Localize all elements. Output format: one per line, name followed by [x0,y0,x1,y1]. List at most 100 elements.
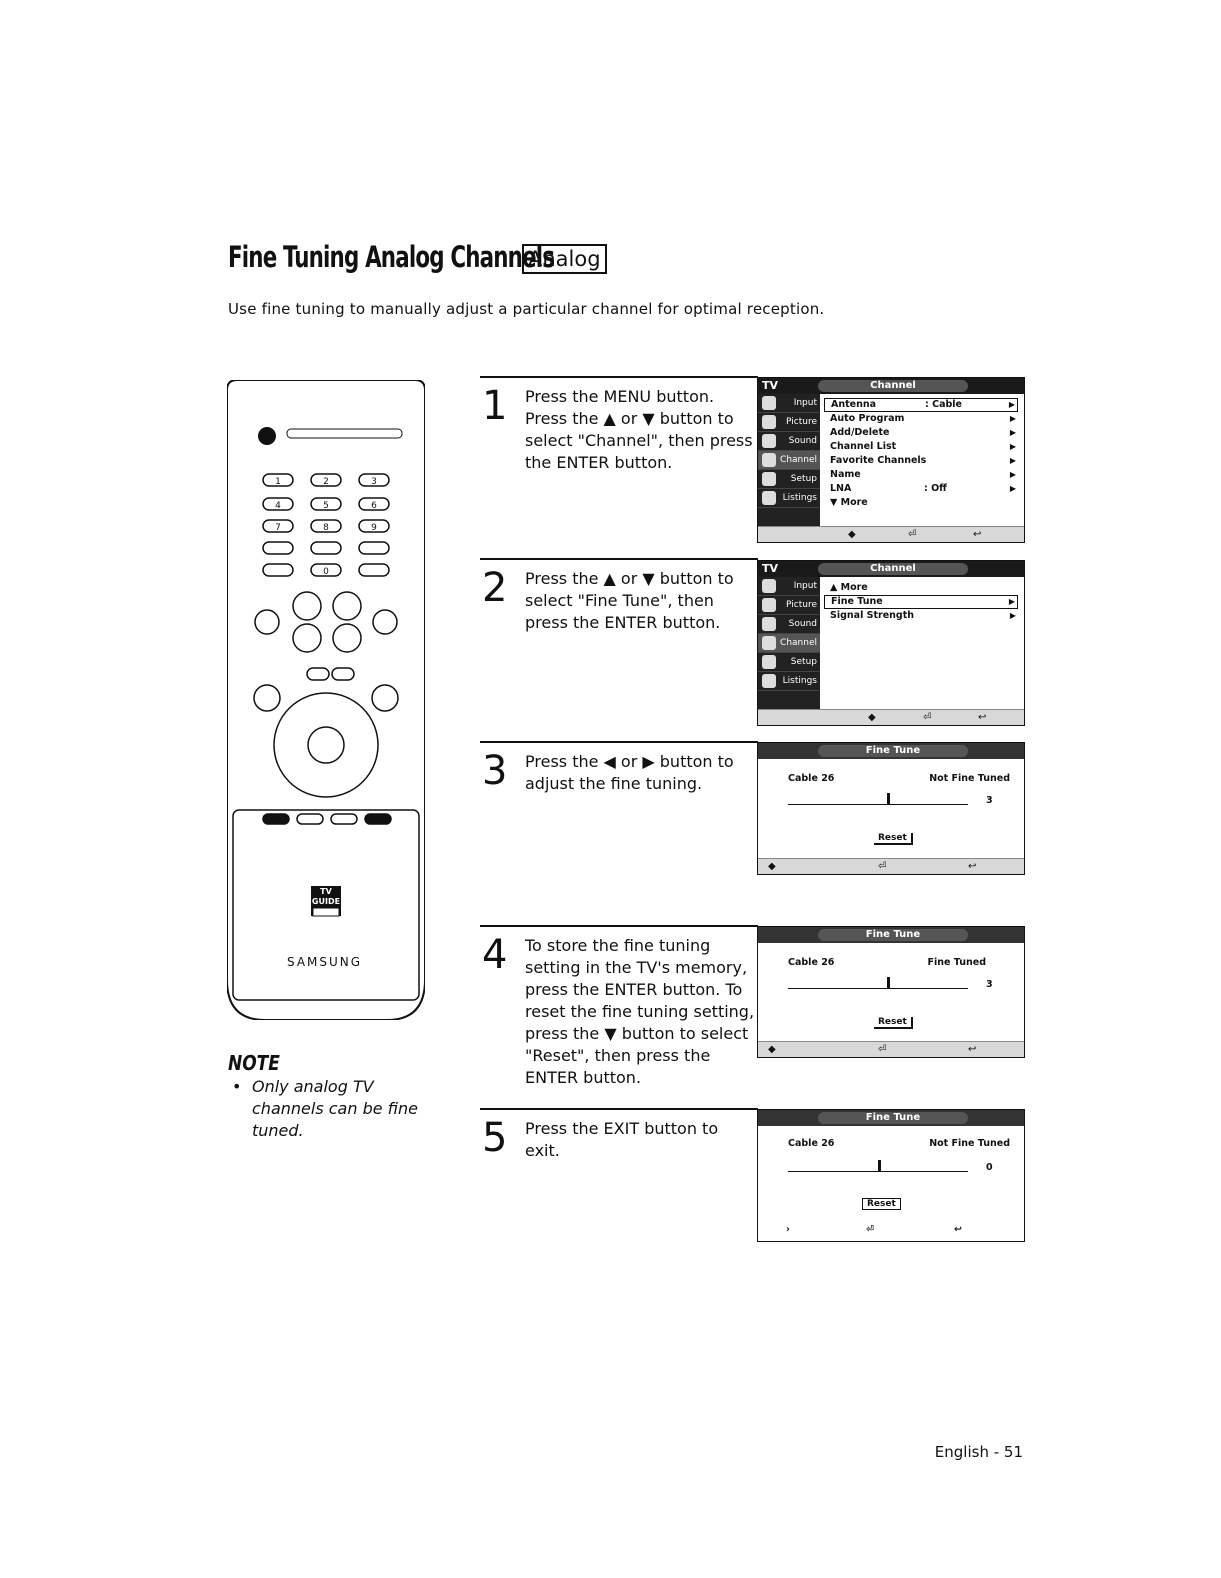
fine-tune-title: Fine Tune [818,929,968,941]
svg-text:0: 0 [323,567,329,577]
note-item: • Only analog TV channels can be fine tu… [230,1076,420,1142]
setup-icon [762,472,776,486]
reset-button: Reset [874,833,913,845]
enter-icon: ⏎ [878,1044,887,1055]
osd-item-input: Input [758,577,820,596]
menu-row-name: Name▶ [830,469,1016,480]
osd-item-listings: Listings [758,489,820,508]
osd-item-channel: Channel [758,634,820,653]
return-icon: ↩ [968,1044,977,1055]
tune-status: Not Fine Tuned [929,1138,1010,1149]
svg-text:4: 4 [275,501,281,511]
menu-row-favorite-channels: Favorite Channels▶ [830,455,1016,466]
step-number: 5 [482,1115,508,1161]
enter-icon: ⏎ [866,1224,874,1235]
tune-status: Fine Tuned [927,957,986,968]
input-icon [762,396,776,410]
fine-tune-title: Fine Tune [818,745,968,757]
svg-text:8: 8 [323,523,329,533]
channel-label: Cable 26 [788,773,835,784]
tv-guide-logo-icon [311,886,341,917]
fine-tune-menu-list: ▲ More Fine Tune▶ Signal Strength▶ [824,581,1018,623]
setup-icon [762,655,776,669]
svg-text:2: 2 [323,477,329,487]
tv-guide-logo-text: TV GUIDE [311,887,341,906]
step-text: Press the EXIT button to exit. [525,1119,719,1160]
osd-item-setup: Setup [758,653,820,672]
sound-icon [762,434,776,448]
sound-icon [762,617,776,631]
step-number: 3 [482,748,508,794]
fine-tune-slider [788,793,968,805]
osd-item-picture: Picture [758,413,820,432]
channel-label: Cable 26 [788,1138,835,1149]
note-heading: NOTE [228,1051,280,1075]
tune-value: 3 [986,795,993,806]
slider-thumb [887,793,890,805]
enter-icon: ⏎ [878,861,887,872]
tune-status: Not Fine Tuned [929,773,1010,784]
menu-row-channel-list: Channel List▶ [830,441,1016,452]
reset-button: Reset [874,1017,913,1029]
note-text: Only analog TV channels can be fine tune… [252,1077,418,1140]
listings-icon [762,674,776,688]
move-icon: ◆ [768,1044,776,1055]
svg-text:1: 1 [275,477,281,487]
menu-row-add-delete: Add/Delete▶ [830,427,1016,438]
osd-footer: ◆⏎↩ [758,858,1024,874]
step-text: Press the MENU button. Press the ▲ or ▼ … [525,387,753,472]
step-number: 2 [482,565,508,611]
enter-icon: ⏎ [908,529,917,540]
slider-thumb [878,1160,881,1172]
osd-sidebar: Input Picture Sound Channel Setup Listin… [758,577,820,709]
step-1: 1 Press the MENU button. Press the ▲ or … [480,376,758,546]
svg-text:5: 5 [323,501,329,511]
step-4: 4 To store the fine tuning setting in th… [480,925,758,1095]
osd-footer: ◆⏎↩ [758,526,1024,542]
menu-title: Channel [818,380,968,392]
menu-row-auto-program: Auto Program▶ [830,413,1016,424]
osd-item-picture: Picture [758,596,820,615]
move-icon: › [786,1224,790,1235]
fine-tune-title: Fine Tune [818,1112,968,1124]
channel-icon [762,636,776,650]
menu-row-lna: LNA: Off▶ [830,483,1016,494]
menu-row-fine-tune: Fine Tune▶ [824,595,1018,609]
osd-footer: ◆⏎↩ [758,709,1024,725]
step-text: Press the ◀ or ▶ button to adjust the fi… [525,752,734,793]
step-5: 5 Press the EXIT button to exit. [480,1108,758,1168]
menu-title: Channel [818,563,968,575]
step-2: 2 Press the ▲ or ▼ button to select "Fin… [480,558,758,728]
fine-tune-slider [788,977,968,989]
osd-item-sound: Sound [758,615,820,634]
menu-row-signal-strength: Signal Strength▶ [830,610,1016,621]
channel-label: Cable 26 [788,957,835,968]
osd-item-channel: Channel [758,451,820,470]
picture-icon [762,598,776,612]
menu-row-antenna: Antenna: Cable▶ [824,398,1018,412]
return-icon: ↩ [973,529,982,540]
osd-item-input: Input [758,394,820,413]
power-button-icon [258,427,276,445]
tune-value: 3 [986,979,993,990]
remote-brand-label: SAMSUNG [287,955,363,969]
channel-menu-list: Antenna: Cable▶ Auto Program▶ Add/Delete… [824,398,1018,510]
fine-tune-screen-4: Fine Tune Cable 26 Fine Tuned 3 Reset ◆ ⏎… [757,926,1025,1058]
return-icon: ↩ [978,712,987,723]
slider-thumb [887,977,890,989]
osd-item-sound: Sound [758,432,820,451]
step-number: 1 [482,383,508,429]
move-icon: ◆ [768,861,776,872]
fine-tune-screen-5: Fine Tune Cable 26 Not Fine Tuned 0 Rese… [757,1109,1025,1242]
svg-text:7: 7 [275,523,281,533]
osd-item-setup: Setup [758,470,820,489]
page-title: Fine Tuning Analog Channels [228,240,555,274]
osd-sidebar: Input Picture Sound Channel Setup Listin… [758,394,820,526]
svg-text:6: 6 [371,501,377,511]
osd-item-listings: Listings [758,672,820,691]
intro-text: Use fine tuning to manually adjust a par… [228,300,825,318]
picture-icon [762,415,776,429]
